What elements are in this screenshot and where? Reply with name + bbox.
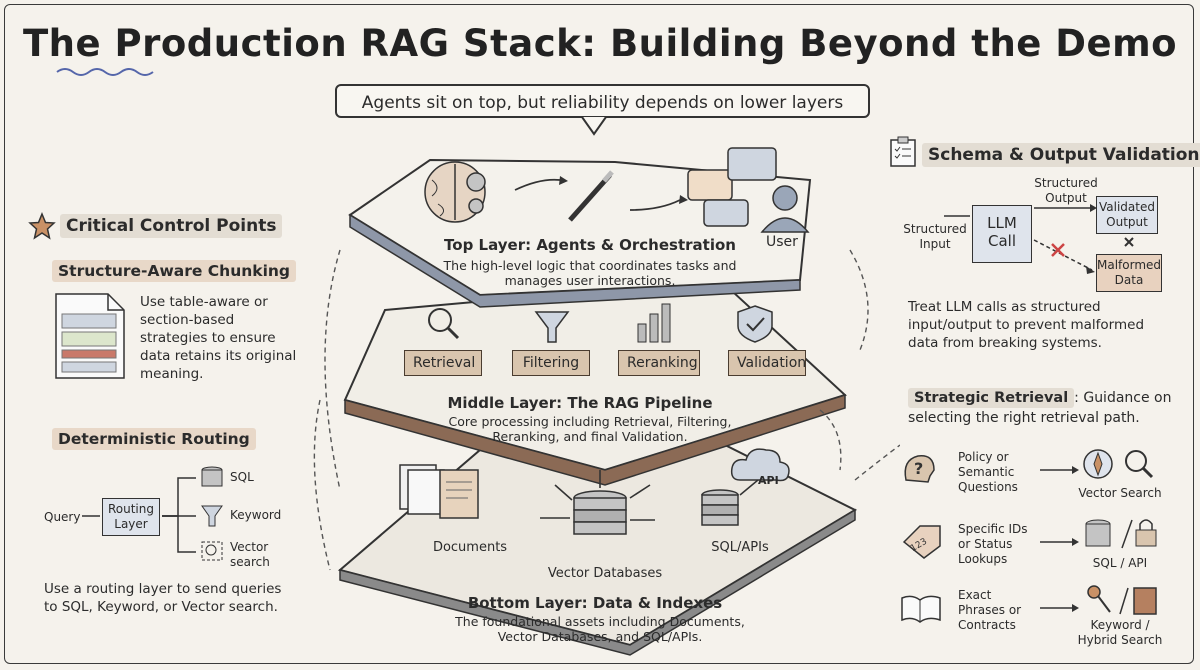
chat-bubbles-icon xyxy=(687,147,777,227)
top-layer-desc: The high-level logic that coordinates ta… xyxy=(443,258,737,288)
schema-arrows xyxy=(944,204,1097,274)
open-book-icon xyxy=(901,595,941,623)
structured-output-label: Structured Output xyxy=(1034,176,1098,205)
middle-layer-title: Middle Layer: The RAG Pipeline xyxy=(447,394,713,412)
callout-tail xyxy=(581,116,607,136)
chunked-doc-icon xyxy=(55,293,125,379)
sql-apis-label: SQL/APIs xyxy=(711,540,769,555)
retrieval-r3: Keyword / Hybrid Search xyxy=(1077,618,1163,647)
top-layer-title: Top Layer: Agents & Orchestration xyxy=(444,236,736,254)
page-title: The Production RAG Stack: Building Beyon… xyxy=(22,22,1178,65)
layer-stack xyxy=(337,147,858,656)
stage-validation: Validation xyxy=(728,350,806,376)
tag-icon: 123 xyxy=(902,525,941,559)
brain-icon xyxy=(424,161,486,223)
retrieval-r1: Vector Search xyxy=(1078,486,1162,500)
svg-text:?: ? xyxy=(914,459,923,478)
critical-control-points-heading: Critical Control Points xyxy=(60,214,283,238)
chunking-text: Use table-aware or section-based strateg… xyxy=(140,294,297,382)
bar-chart-icon xyxy=(637,303,671,343)
validated-x-mark xyxy=(1124,237,1134,247)
llm-call-box: LLM Call xyxy=(972,205,1032,263)
vector-db-label: Vector Databases xyxy=(547,566,663,581)
bottom-layer-desc: The foundational assets including Docume… xyxy=(455,614,745,644)
route-sql: SQL xyxy=(230,470,254,484)
user-label: User xyxy=(766,234,798,250)
route-keyword: Keyword xyxy=(230,508,282,522)
bottom-layer-title: Bottom Layer: Data & Indexes xyxy=(467,594,723,612)
compass-magnifier-icons xyxy=(1083,449,1154,479)
arrow-brain-to-wand xyxy=(514,178,561,191)
key-book-icons xyxy=(1087,585,1157,615)
arrows-to-vector-db xyxy=(540,470,655,521)
documents-label: Documents xyxy=(432,540,508,555)
star-icon xyxy=(28,212,56,240)
user-icon xyxy=(760,185,810,233)
subtitle-callout: Agents sit on top, but reliability depen… xyxy=(335,84,870,118)
chunking-heading: Structure-Aware Chunking xyxy=(52,260,297,282)
shield-icon xyxy=(737,305,773,343)
clipboard-checklist-icon xyxy=(890,136,916,167)
query-label: Query xyxy=(44,510,81,524)
magnifier-icon xyxy=(428,308,460,340)
wand-icon xyxy=(568,170,614,222)
strategic-retrieval-rest: : Guidance on selecting the right retrie… xyxy=(908,390,1172,426)
routing-arrows xyxy=(82,466,223,561)
routing-heading: Deterministic Routing xyxy=(52,428,256,450)
frame xyxy=(4,4,1194,664)
retrieval-r2: SQL / API xyxy=(1092,556,1148,570)
stage-retrieval: Retrieval xyxy=(404,350,482,376)
documents-icon xyxy=(399,464,479,519)
retrieval-q1: Policy or Semantic Questions xyxy=(958,450,1018,494)
db-lock-icons xyxy=(1085,519,1157,549)
structured-input-label: Structured Input xyxy=(903,222,967,251)
retrieval-arrows xyxy=(1040,466,1079,612)
retrieval-q2: Specific IDs or Status Lookups xyxy=(958,522,1028,566)
arrow-wand-to-chat xyxy=(629,199,681,211)
cloud-api-icon xyxy=(730,448,790,496)
routing-text: Use a routing layer to send queries to S… xyxy=(44,581,282,615)
schema-validation-heading: Schema & Output Validation xyxy=(922,143,1200,167)
title-squiggle xyxy=(56,68,154,76)
strategic-retrieval-block: Strategic Retrieval: Guidance on selecti… xyxy=(908,388,1178,428)
schema-text: Treat LLM calls as structured input/outp… xyxy=(908,299,1145,351)
sql-db-icon xyxy=(701,489,739,526)
routing-layer-box: Routing Layer xyxy=(102,498,160,536)
dashed-arrows xyxy=(313,249,900,571)
middle-layer-desc: Core processing including Retrieval, Fil… xyxy=(448,414,732,444)
retrieval-q3: Exact Phrases or Contracts xyxy=(958,588,1022,632)
stage-filtering: Filtering xyxy=(512,350,590,376)
validated-output-box: Validated Output xyxy=(1096,196,1158,234)
api-label: API xyxy=(758,474,779,487)
malformed-data-box: Malformed Data xyxy=(1096,254,1162,292)
funnel-icon xyxy=(534,311,570,343)
route-vector: Vector search xyxy=(230,540,270,569)
head-question-icon: ? xyxy=(904,455,935,483)
vector-db-icon xyxy=(573,490,627,535)
stage-reranking: Reranking xyxy=(618,350,700,376)
strategic-retrieval-heading: Strategic Retrieval xyxy=(908,388,1075,408)
